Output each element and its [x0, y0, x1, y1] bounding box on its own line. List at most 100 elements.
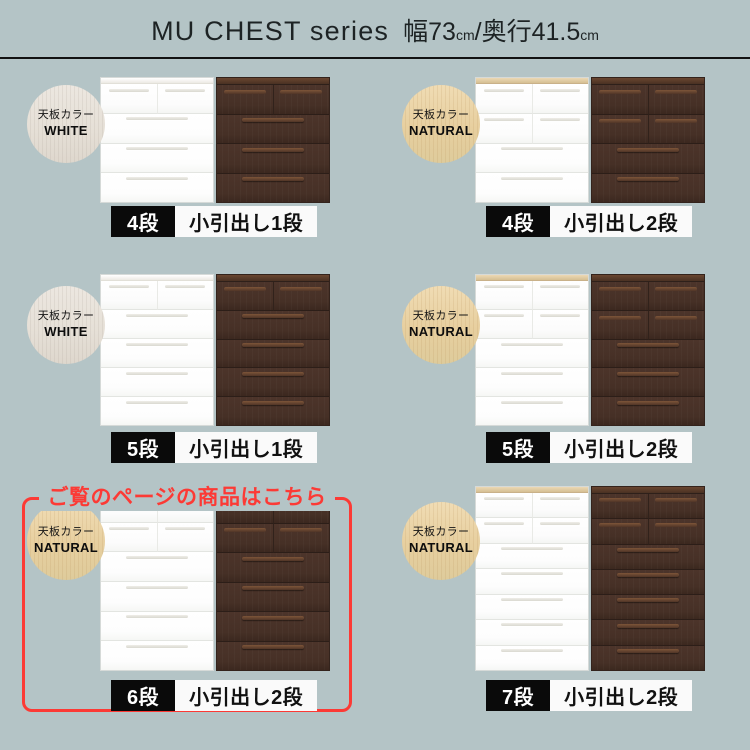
full-drawer[interactable]	[217, 641, 329, 670]
full-drawer[interactable]	[476, 569, 588, 595]
full-drawer[interactable]	[592, 595, 704, 621]
small-drawer[interactable]	[273, 85, 329, 115]
small-drawer[interactable]	[157, 522, 213, 553]
small-drawer[interactable]	[217, 85, 274, 115]
full-drawer[interactable]	[101, 611, 213, 642]
full-drawer[interactable]	[592, 397, 704, 425]
full-drawer[interactable]	[476, 368, 588, 397]
full-drawer[interactable]	[592, 173, 704, 202]
drawer-handle-icon	[108, 527, 149, 531]
small-drawer[interactable]	[532, 113, 588, 144]
full-drawer[interactable]	[101, 397, 213, 425]
small-drawer[interactable]	[217, 282, 274, 311]
full-drawer[interactable]	[101, 552, 213, 583]
full-drawer[interactable]	[101, 368, 213, 397]
full-drawer[interactable]	[476, 173, 588, 202]
small-drawer[interactable]	[532, 281, 588, 310]
full-drawer[interactable]	[217, 397, 329, 425]
small-drawer[interactable]	[476, 113, 533, 144]
small-drawer[interactable]	[101, 84, 158, 114]
drawer-handle-icon	[241, 343, 305, 348]
small-drawer[interactable]	[476, 84, 533, 114]
full-drawer[interactable]	[101, 173, 213, 202]
full-drawer[interactable]	[592, 544, 704, 570]
chest-dark[interactable]	[216, 486, 330, 671]
small-drawer[interactable]	[101, 522, 158, 553]
chest-dark[interactable]	[216, 77, 330, 203]
full-drawer[interactable]	[101, 310, 213, 339]
full-drawer[interactable]	[101, 339, 213, 368]
drawer-handle-icon	[483, 314, 524, 318]
small-drawer[interactable]	[476, 281, 533, 310]
small-drawer[interactable]	[532, 84, 588, 114]
small-drawer[interactable]	[592, 310, 649, 340]
full-drawer[interactable]	[217, 339, 329, 369]
chest-white[interactable]	[100, 274, 214, 426]
full-drawer[interactable]	[217, 553, 329, 583]
full-drawer[interactable]	[592, 569, 704, 596]
full-drawer[interactable]	[592, 620, 704, 646]
full-drawer[interactable]	[101, 143, 213, 174]
full-drawer[interactable]	[217, 612, 329, 642]
full-drawer[interactable]	[217, 582, 329, 612]
small-drawer[interactable]	[273, 282, 329, 311]
full-drawer[interactable]	[217, 144, 329, 174]
chest-white[interactable]	[475, 486, 589, 671]
full-drawer[interactable]	[592, 339, 704, 369]
small-drawer[interactable]	[648, 494, 704, 520]
chest-dark[interactable]	[591, 77, 705, 203]
small-drawer[interactable]	[476, 310, 533, 339]
full-drawer[interactable]	[217, 173, 329, 202]
full-drawer[interactable]	[592, 144, 704, 174]
full-drawer[interactable]	[217, 114, 329, 144]
small-drawer[interactable]	[532, 310, 588, 339]
small-drawer[interactable]	[157, 84, 213, 114]
full-drawer[interactable]	[476, 143, 588, 174]
small-drawer[interactable]	[648, 519, 704, 545]
small-drawer[interactable]	[157, 281, 213, 310]
full-drawer[interactable]	[101, 641, 213, 671]
chest-dark[interactable]	[216, 274, 330, 426]
small-drawer[interactable]	[648, 282, 704, 311]
chest-dark[interactable]	[591, 274, 705, 426]
full-drawer[interactable]	[476, 645, 588, 670]
full-drawer[interactable]	[592, 645, 704, 670]
small-drawer[interactable]	[217, 523, 274, 553]
full-drawer[interactable]	[476, 339, 588, 368]
small-drawer[interactable]	[592, 494, 649, 520]
full-drawer[interactable]	[476, 543, 588, 570]
full-drawer[interactable]	[101, 113, 213, 144]
small-drawer[interactable]	[648, 114, 704, 144]
chest-dark[interactable]	[591, 486, 705, 671]
small-drawer[interactable]	[476, 518, 533, 544]
small-drawer[interactable]	[532, 518, 588, 544]
full-drawer[interactable]	[592, 368, 704, 398]
small-drawer[interactable]	[532, 493, 588, 519]
full-drawer[interactable]	[217, 368, 329, 398]
drawer-handle-icon	[241, 118, 305, 123]
full-drawer[interactable]	[476, 397, 588, 425]
full-drawer[interactable]	[476, 594, 588, 621]
full-drawer[interactable]	[476, 620, 588, 646]
small-drawer[interactable]	[592, 114, 649, 144]
small-drawer[interactable]	[592, 282, 649, 311]
small-drawer[interactable]	[592, 519, 649, 545]
chest-white[interactable]	[475, 274, 589, 426]
chest-white[interactable]	[475, 77, 589, 203]
chest-white[interactable]	[100, 486, 214, 671]
chest-white[interactable]	[100, 77, 214, 203]
small-drawer[interactable]	[648, 310, 704, 340]
full-drawer[interactable]	[101, 582, 213, 612]
small-drawer[interactable]	[273, 523, 329, 553]
small-drawer[interactable]	[101, 281, 158, 310]
small-drawer[interactable]	[648, 85, 704, 115]
small-drawer[interactable]	[592, 85, 649, 115]
full-drawer[interactable]	[217, 310, 329, 340]
small-drawer[interactable]	[476, 493, 533, 519]
